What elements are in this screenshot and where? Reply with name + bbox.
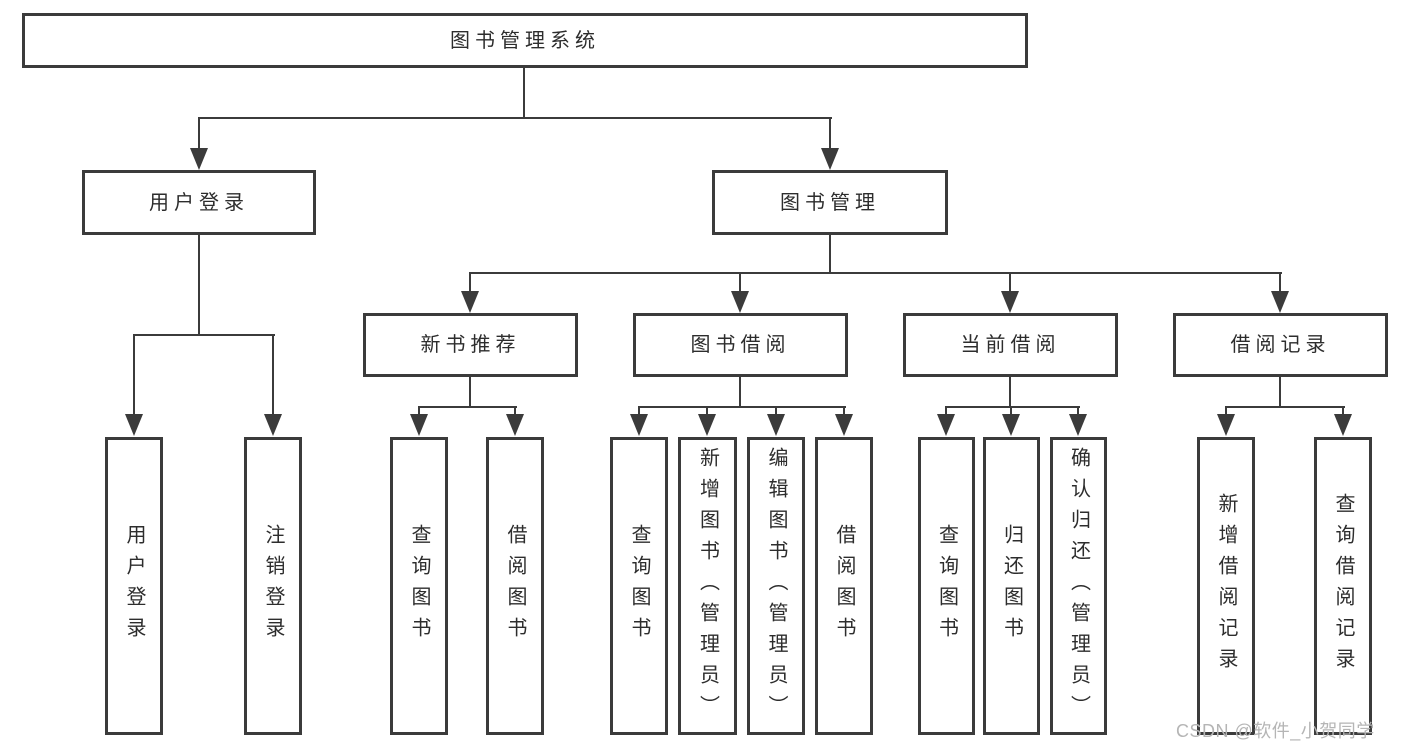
leaf-borrowing-query-books: 查询图书 (610, 437, 668, 735)
csdn-watermark: CSDN @软件_小贺同学 (1176, 721, 1375, 741)
node-label: 查询借阅记录 (1332, 493, 1354, 679)
node-label: 借阅图书 (833, 524, 855, 648)
node-library-management-system: 图书管理系统 (22, 13, 1028, 68)
leaf-current-return-books: 归还图书 (983, 437, 1040, 735)
connector-vline-root (523, 68, 525, 118)
node-new-book-recommendation: 新书推荐 (363, 313, 578, 377)
node-book-management: 图书管理 (712, 170, 948, 235)
connector-vline-book-management (829, 235, 831, 274)
node-label: 注销登录 (262, 524, 284, 648)
node-label: 用户登录 (149, 191, 249, 214)
node-borrowing-records: 借阅记录 (1173, 313, 1388, 377)
node-label: 新书推荐 (420, 334, 521, 356)
leaf-borrowing-add-books-admin: 新增图书（管理员） (678, 437, 737, 735)
leaf-current-confirm-return-admin: 确认归还（管理员） (1050, 437, 1107, 735)
node-user-login: 用户登录 (82, 170, 316, 235)
connector-vline-new-book (469, 377, 471, 408)
leaf-records-add-borrow-record: 新增借阅记录 (1197, 437, 1255, 735)
leaf-borrowing-edit-books-admin: 编辑图书（管理员） (747, 437, 805, 735)
connector-hline-user-login-split (133, 334, 275, 336)
node-label: 查询图书 (408, 524, 430, 648)
connector-hline-current-borrowing-split (945, 406, 1080, 408)
node-book-borrowing: 图书借阅 (633, 313, 848, 377)
leaf-recommend-borrow-books: 借阅图书 (486, 437, 544, 735)
node-label: 图书管理 (780, 191, 880, 214)
node-current-borrowing: 当前借阅 (903, 313, 1118, 377)
leaf-borrowing-borrow-books: 借阅图书 (815, 437, 873, 735)
node-label: 借阅图书 (504, 524, 526, 648)
node-label: 确认归还（管理员） (1067, 446, 1090, 726)
connector-hline-book-management-split (469, 272, 1282, 274)
node-label: 用户登录 (123, 524, 145, 648)
connector-hline-borrowing-records-split (1225, 406, 1345, 408)
node-label: 查询图书 (935, 524, 958, 648)
connector-vline-current-borrowing (1009, 377, 1011, 408)
connector-hline-book-borrowing-split (638, 406, 846, 408)
node-label: 图书借阅 (690, 334, 791, 356)
node-label: 编辑图书（管理员） (765, 446, 787, 726)
leaf-user-login: 用户登录 (105, 437, 163, 735)
node-label: 当前借阅 (960, 334, 1061, 356)
node-label: 新增图书（管理员） (696, 446, 719, 726)
node-label: 图书管理系统 (450, 29, 600, 52)
leaf-recommend-query-books: 查询图书 (390, 437, 448, 735)
connector-vline-borrowing-records (1279, 377, 1281, 408)
connector-vline-user-login (198, 235, 200, 336)
node-label: 归还图书 (1000, 524, 1023, 648)
leaf-logout-login: 注销登录 (244, 437, 302, 735)
leaf-records-query-borrow-record: 查询借阅记录 (1314, 437, 1372, 735)
connector-hline-root-split (198, 117, 832, 119)
connector-vline-book-borrowing (739, 377, 741, 408)
leaf-current-query-books: 查询图书 (918, 437, 975, 735)
node-label: 新增借阅记录 (1215, 493, 1237, 679)
node-label: 查询图书 (628, 524, 650, 648)
connector-hline-new-book-split (418, 406, 517, 408)
node-label: 借阅记录 (1230, 334, 1331, 356)
